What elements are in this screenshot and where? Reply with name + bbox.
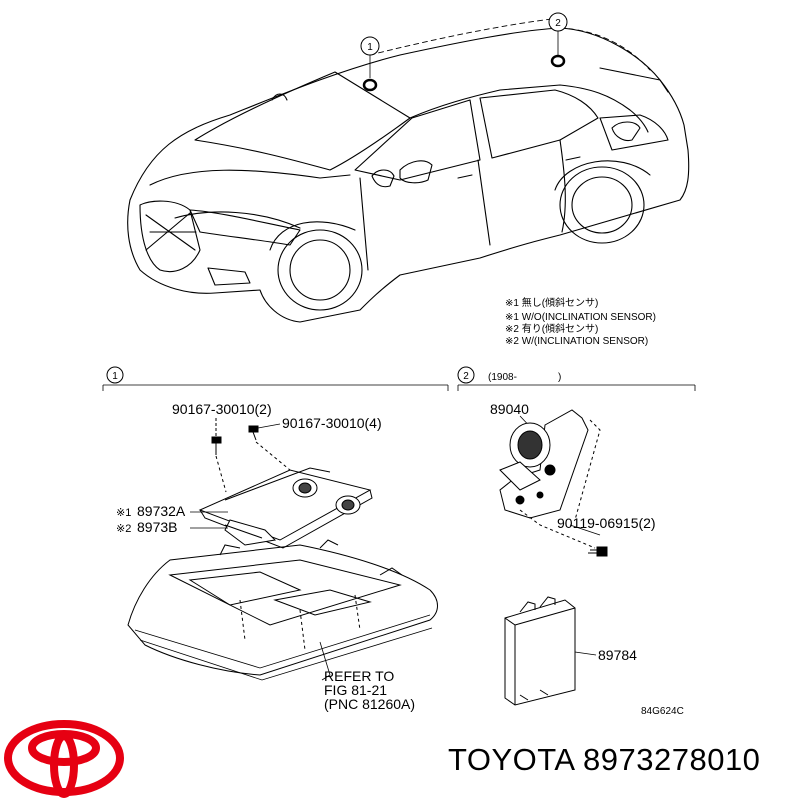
note-2-en: ※2 W/(INCLINATION SENSOR) (505, 336, 648, 347)
notes-block: ※1 無し(傾斜センサ) ※1 W/O(INCLINATION SENSOR) … (505, 296, 656, 347)
bolt-c-label: 90119-06915(2) (557, 515, 656, 531)
sensor-bracket-assembly (190, 467, 373, 549)
note-2-jp: ※2 有り(傾斜センサ) (505, 322, 598, 335)
refer-line-3: (PNC 81260A) (324, 696, 415, 712)
svg-text:1: 1 (367, 42, 373, 53)
overhead-console (127, 539, 438, 681)
refer-line-2: FIG 81-21 (324, 682, 387, 698)
date-range-close: ) (558, 372, 561, 383)
module-label: 89784 (598, 647, 637, 663)
callout-1: 1 (360, 36, 380, 92)
callout-2: 2 (548, 12, 568, 68)
bolt-a-label: 90167-30010(2) (172, 401, 272, 417)
toyota-logo (4, 720, 124, 798)
refer-line-1: REFER TO (324, 668, 394, 684)
section-2-label: 2 (463, 371, 469, 382)
car-illustration (127, 17, 690, 323)
part-a-mark: ※1 (116, 507, 131, 519)
bolt-b-label: 90167-30010(4) (282, 415, 382, 431)
figure-code: 84G624C (641, 706, 684, 717)
section-1-label: 1 (112, 371, 118, 382)
brand-part-number: TOYOTA 8973278010 (448, 742, 760, 778)
date-range: (1908- (488, 372, 517, 383)
note-1-en: ※1 W/O(INCLINATION SENSOR) (505, 312, 656, 323)
sensor-label: 89040 (490, 401, 529, 417)
section-1: 1 90167-30010(2) 90167-30010(4) ※1 89732… (102, 366, 449, 712)
control-module-icon (504, 596, 597, 706)
part-b-label: 8973B (137, 519, 177, 535)
inclination-sensor-icon (499, 409, 601, 549)
bolt-a-icon (211, 418, 227, 493)
part-number: 8973278010 (583, 742, 761, 777)
note-1-jp: ※1 無し(傾斜センサ) (505, 296, 598, 309)
bolt-b-icon (248, 423, 291, 471)
part-b-mark: ※2 (116, 523, 131, 535)
section-2: 2 (1908- ) 89040 90119-06915(2) 89784 (457, 366, 696, 717)
svg-text:2: 2 (555, 18, 561, 29)
bolt-c-icon (569, 524, 608, 557)
part-a-label: 89732A (137, 503, 186, 519)
brand-name: TOYOTA (448, 742, 574, 777)
